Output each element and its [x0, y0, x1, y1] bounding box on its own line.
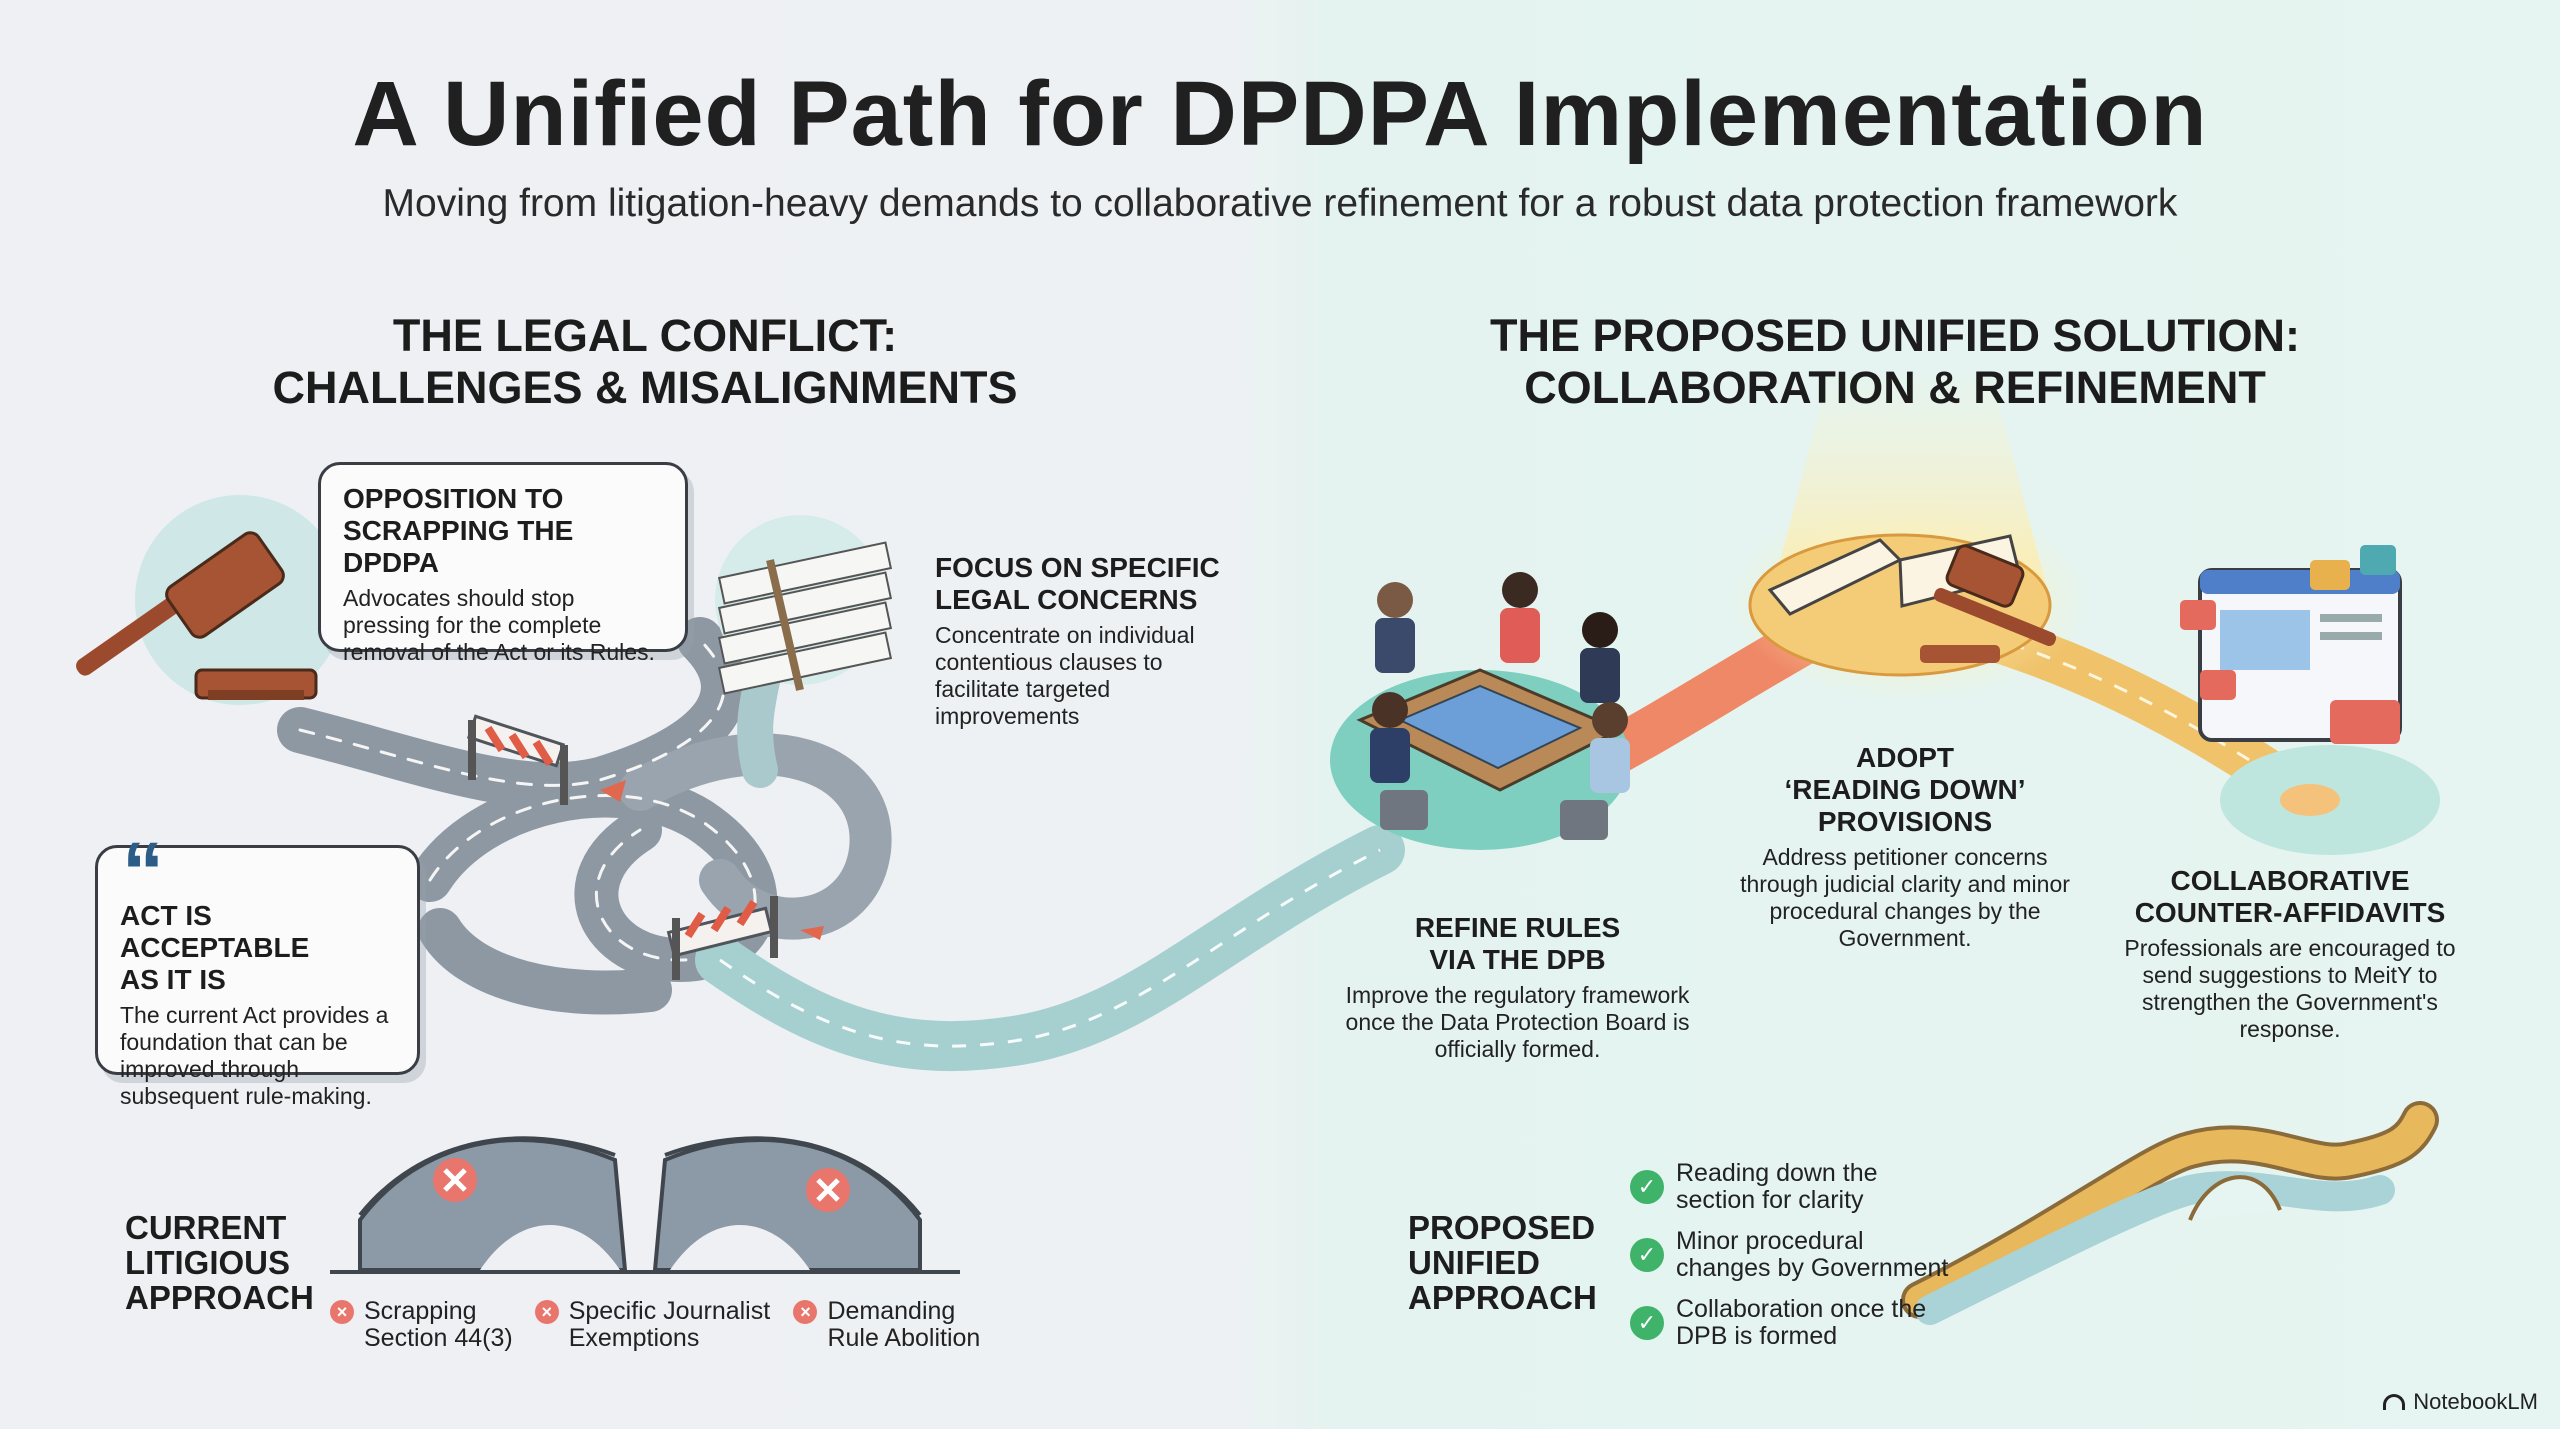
focus-title: FOCUS ON SPECIFIC LEGAL CONCERNS [935, 552, 1220, 615]
check-icon: ✓ [1630, 1170, 1664, 1204]
current-approach-label: CURRENT LITIGIOUS APPROACH [125, 1209, 314, 1316]
x-icon: × [793, 1300, 818, 1324]
papers-icon [715, 515, 893, 695]
list-item: × Demanding Rule Abolition [793, 1298, 990, 1352]
refine-block: REFINE RULES VIA THE DPB Improve the reg… [1345, 912, 1690, 1063]
barrier-1 [466, 714, 568, 805]
affidavits-block: COLLABORATIVE COUNTER-AFFIDAVITS Profess… [2110, 865, 2470, 1043]
gavel-icon [76, 495, 345, 705]
acceptable-text: The current Act provides a foundation th… [120, 1002, 389, 1109]
x-icon [433, 1158, 850, 1212]
meeting-icon [1330, 572, 1630, 850]
acceptable-title: ACT IS ACCEPTABLE AS IT IS [120, 900, 310, 995]
bridge-icon [1901, 1101, 2439, 1325]
page-subtitle: Moving from litigation-heavy demands to … [382, 182, 2178, 225]
barrier-2 [666, 896, 778, 980]
page-title: A Unified Path for DPDPA Implementation [352, 63, 2208, 165]
list-item: × Specific Journalist Exemptions [534, 1298, 776, 1352]
list-item: × Scrapping Section 44(3) [330, 1298, 517, 1352]
reading-title: ADOPT ‘READING DOWN’ PROVISIONS [1784, 742, 2026, 837]
affidavits-title: COLLABORATIVE COUNTER-AFFIDAVITS [2134, 865, 2446, 928]
affidavits-text: Professionals are encouraged to send sug… [2124, 935, 2456, 1042]
focus-block: FOCUS ON SPECIFIC LEGAL CONCERNS Concent… [935, 552, 1235, 730]
check-icon: ✓ [1630, 1238, 1664, 1272]
x-icon: × [330, 1300, 354, 1324]
refine-title: REFINE RULES VIA THE DPB [1414, 912, 1621, 975]
x-icon: × [534, 1300, 559, 1324]
left-section-heading: THE LEGAL CONFLICT: CHALLENGES & MISALIG… [272, 310, 1018, 413]
opposition-title: OPPOSITION TO SCRAPPING THE DPDPA [343, 483, 574, 578]
opposition-bubble: OPPOSITION TO SCRAPPING THE DPDPA Advoca… [318, 462, 688, 665]
refine-text: Improve the regulatory framework once th… [1345, 982, 1690, 1062]
acceptable-bubble: “ ACT IS ACCEPTABLE AS IT IS The current… [95, 830, 420, 1109]
current-approach-items: × Scrapping Section 44(3) × Specific Jou… [330, 1298, 990, 1352]
check-icon: ✓ [1630, 1306, 1664, 1340]
proposed-approach-items: ✓ Reading down the section for clarity ✓… [1630, 1157, 1960, 1353]
notebooklm-icon [2383, 1394, 2406, 1410]
tangled-roads [277, 542, 892, 1015]
reading-text: Address petitioner concerns through judi… [1740, 844, 2070, 951]
list-item: ✓ Collaboration once the DPB is formed [1630, 1293, 1960, 1353]
broken-bridge-icon [330, 1136, 960, 1274]
feedback-screen-icon [2180, 545, 2440, 855]
reading-block: ADOPT ‘READING DOWN’ PROVISIONS Address … [1735, 742, 2075, 952]
opposition-text: Advocates should stop pressing for the c… [343, 585, 655, 665]
right-section-heading: THE PROPOSED UNIFIED SOLUTION: COLLABORA… [1489, 310, 2301, 413]
quote-icon: “ [122, 825, 164, 919]
list-item: ✓ Minor procedural changes by Government [1630, 1225, 1960, 1285]
brand-mark: NotebookLM [2383, 1389, 2538, 1415]
law-book-icon [1748, 533, 2057, 677]
list-item: ✓ Reading down the section for clarity [1630, 1157, 1960, 1217]
focus-text: Concentrate on individual contentious cl… [935, 622, 1195, 729]
proposed-approach-label: PROPOSED UNIFIED APPROACH [1408, 1209, 1597, 1316]
